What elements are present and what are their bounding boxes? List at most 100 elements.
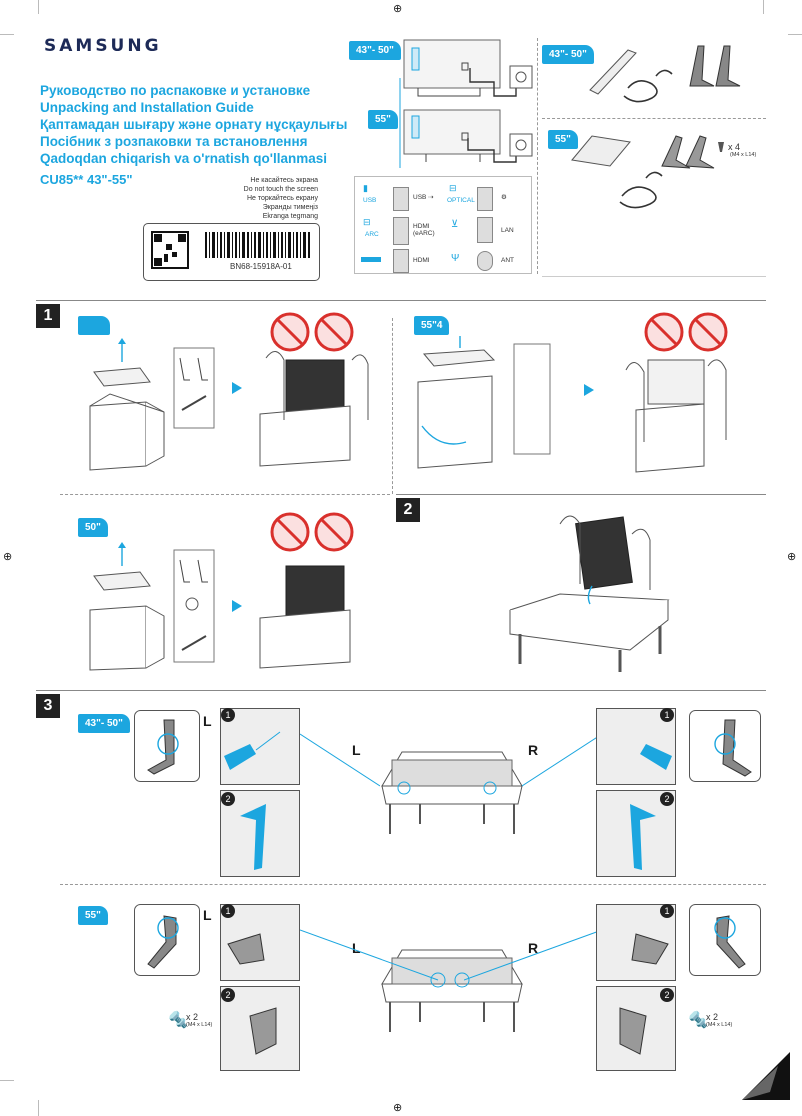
attach-left-stand-steps [220, 708, 300, 877]
substep-2-marker: 2 [660, 988, 674, 1002]
substep-2-marker: 2 [221, 792, 235, 806]
no-touch-icons [644, 312, 728, 352]
right-side-label: R [528, 940, 539, 956]
no-touch-icons [270, 512, 354, 552]
divider [60, 884, 766, 885]
model-number: CU85** 43"-55" [40, 172, 133, 187]
size-badge: 50" [78, 518, 108, 537]
section-rule [36, 300, 766, 301]
place-tv-on-table-illustration [509, 515, 670, 672]
lan-port-icon [477, 217, 493, 243]
left-side-label: L [203, 907, 212, 923]
ports-panel: ▮ USB USB ⇢ ⊟ OPTICAL ⚙ ⊟ ARC HDMI (eARC… [354, 176, 532, 274]
size-badge: 43"- 50" [78, 714, 130, 733]
substep-1-marker: 1 [660, 708, 674, 722]
leader-line [522, 733, 602, 787]
crop-mark [38, 0, 39, 14]
optical-port-icon [477, 187, 493, 211]
optical-icon: ⊟ [449, 183, 457, 193]
tv-back-illustration [399, 39, 533, 168]
usb-port-icon [393, 187, 409, 211]
attach-left-stand-55-steps [220, 904, 300, 1071]
size-badge: 55"4 [414, 316, 450, 335]
code-box [143, 223, 320, 281]
substep-1-marker: 1 [221, 904, 235, 918]
screw-count-2: x 2 [186, 1012, 199, 1022]
warning-line: Не касайтесь экрана [250, 177, 318, 184]
accessories-55-illustration [571, 135, 724, 209]
usb-icon: ▮ [363, 183, 368, 193]
warning-line: Do not touch the screen [243, 186, 318, 193]
arc-label: ARC [365, 231, 379, 238]
unpack-43-illustration [89, 338, 369, 471]
qr-code-icon [151, 231, 189, 269]
title-en: Unpacking and Installation Guide [40, 100, 254, 115]
registration-mark-icon: ⊕ [393, 3, 403, 15]
title-uk: Посібник з розпаковки та встановлення [40, 134, 308, 149]
leader-line [300, 929, 439, 981]
stand-left-detail-55 [134, 904, 200, 976]
ant-label: ANT [501, 257, 514, 264]
crop-mark [788, 34, 802, 35]
size-badge: 55" [78, 906, 108, 925]
divider [392, 318, 393, 494]
stand-right-detail [689, 710, 761, 782]
hdmi-port-icon [393, 249, 409, 273]
left-side-label: L [352, 940, 361, 956]
hdmi-icon [361, 257, 381, 262]
leader-line [300, 733, 380, 787]
left-side-label: L [352, 742, 361, 758]
hdmi-earc-port-icon [393, 217, 409, 245]
warning-line: Не торкайтесь екрану [246, 195, 318, 202]
size-badge: 43"- 50" [542, 45, 594, 64]
tv-facedown-on-table [381, 751, 523, 834]
step-3-number: 3 [36, 694, 60, 718]
section-rule [36, 690, 766, 691]
registration-mark-icon: ⊕ [3, 551, 13, 563]
unpack-55-illustration [417, 336, 727, 473]
size-badge: 55" [368, 110, 398, 129]
ant-port-icon [477, 251, 493, 271]
attach-right-stand-steps [596, 708, 676, 877]
screw-spec: (M4 x L14) [730, 152, 757, 158]
screw-count-4: x 4 [728, 142, 741, 152]
screw-icon: 🔩 [168, 1012, 188, 1029]
size-badge [78, 316, 110, 335]
antenna-icon: Ψ [451, 253, 460, 264]
title-ru: Руководство по распаковке и установке [40, 83, 311, 98]
settings-port-icon: ⚙ [501, 194, 507, 201]
guide-titles: Руководство по распаковке и установке Un… [40, 82, 347, 167]
arc-icon: ⊟ [363, 217, 371, 227]
stand-right-detail-55 [689, 904, 761, 976]
size-badge: 43"- 50" [349, 41, 401, 60]
substep-2-marker: 2 [221, 988, 235, 1002]
lan-label: LAN [501, 227, 514, 234]
registration-mark-icon: ⊕ [787, 551, 797, 563]
hdmi-earc-label: HDMI (eARC) [413, 223, 435, 237]
title-kk: Қаптамадан шығару және орнату нұсқаулығы [40, 117, 348, 132]
screw-spec: (M4 x L14) [186, 1022, 213, 1028]
part-code: BN68-15918A-01 [230, 262, 292, 271]
screw-spec: (M4 x L14) [706, 1022, 733, 1028]
step-2-number: 2 [396, 498, 420, 522]
screen-warning: Не касайтесь экрана Do not touch the scr… [186, 176, 318, 221]
hdmi-label: HDMI [413, 257, 430, 264]
divider [537, 38, 538, 274]
crop-mark [38, 1100, 39, 1116]
right-side-label: R [528, 742, 539, 758]
substep-1-marker: 1 [221, 708, 235, 722]
no-touch-icons [270, 312, 354, 352]
unpack-50-illustration [89, 542, 351, 671]
brand-logo: SAMSUNG [44, 36, 162, 56]
warning-line: Экранды тимеңіз [262, 204, 318, 211]
section-rule [396, 494, 766, 495]
warning-line: Ekranga tegmang [262, 213, 318, 220]
crop-mark [0, 1080, 14, 1081]
substep-2-marker: 2 [660, 792, 674, 806]
divider [542, 276, 766, 277]
crop-mark [0, 34, 14, 35]
accessories-43-50-illustration [589, 45, 741, 103]
usb-port-label: USB [363, 197, 377, 204]
tv-facedown-on-table-55 [381, 949, 523, 1032]
screw-icon: 🔩 [688, 1012, 708, 1029]
